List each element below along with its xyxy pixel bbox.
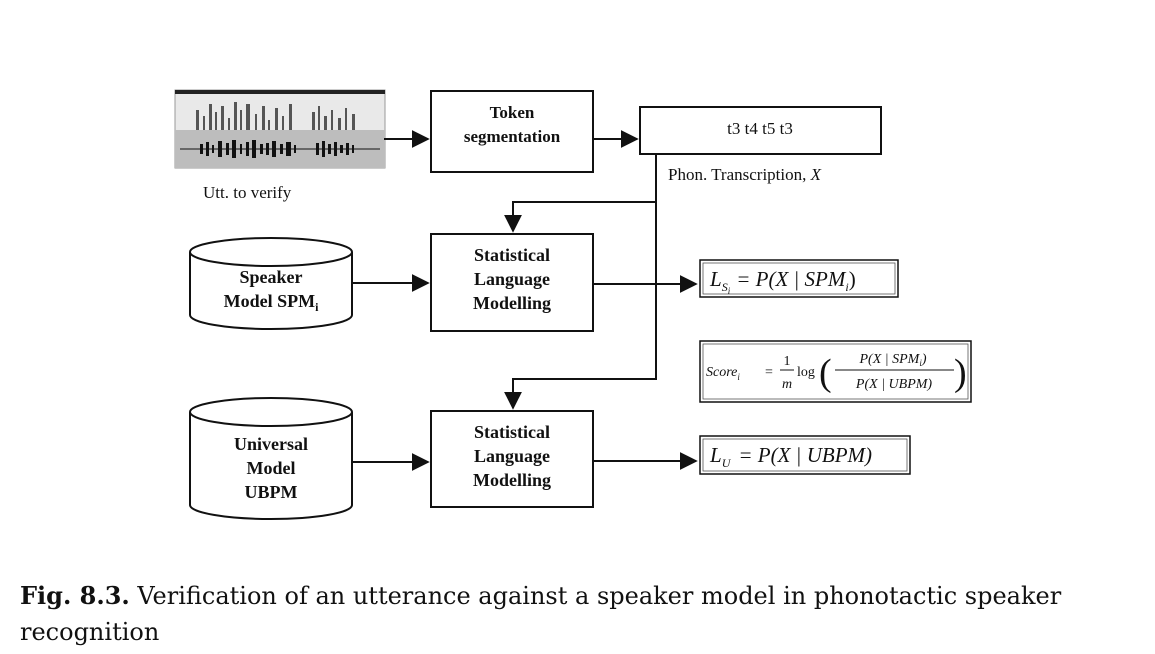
formula-universal-likelihood: LU = P(X | UBPM) xyxy=(699,435,911,475)
arrow-transcription-to-slm-speaker xyxy=(504,154,657,233)
formula-score: Scorei = 1 m log ( P(X | SPMi) P(X | UBP… xyxy=(699,340,972,403)
formula-score-inner-den: P(X | UBPM) xyxy=(855,377,932,392)
score-inner-num-main: P(X | SPM xyxy=(858,352,920,367)
connectors xyxy=(352,130,698,471)
score-lhs-sub: i xyxy=(737,372,740,382)
token-segmentation-box: Token segmentation xyxy=(430,90,594,173)
slm-universal-line2: Language xyxy=(474,446,550,466)
speaker-model-database: Speaker Model SPMi xyxy=(189,237,353,330)
speaker-db-line1: Speaker xyxy=(240,267,303,287)
formula-speaker-text: LSi= P(X | SPMi) xyxy=(709,267,856,296)
formula-speaker-lhs-sub: S xyxy=(722,280,728,294)
formula-speaker-close: ) xyxy=(849,267,856,291)
universal-model-database: Universal Model UBPM xyxy=(189,397,353,520)
slm-universal-line1: Statistical xyxy=(474,422,550,442)
phon-label-var: X xyxy=(810,165,822,184)
slm-speaker-line3: Modelling xyxy=(473,293,551,313)
formula-score-eq: = xyxy=(765,365,773,380)
formula-universal-lhs-sub: U xyxy=(722,456,732,470)
score-lhs-main: Score xyxy=(706,365,737,380)
formula-score-frac-num: 1 xyxy=(784,354,791,369)
token-output-box: t3 t4 t5 t3 xyxy=(639,106,882,155)
score-inner-num-sub: i xyxy=(919,358,922,368)
formula-score-inner-num: P(X | SPMi) xyxy=(858,352,926,368)
formula-universal-lhs: L xyxy=(709,443,722,467)
formula-speaker-lhs-subsub: i xyxy=(728,286,731,296)
slm-box-speaker: Statistical Language Modelling xyxy=(430,233,594,332)
formula-speaker-rhs-sub: i xyxy=(845,280,848,294)
utterance-label: Utt. to verify xyxy=(203,183,292,202)
universal-db-line1: Universal xyxy=(234,434,308,454)
slm-universal-line3: Modelling xyxy=(473,470,551,490)
formula-speaker-likelihood: LSi= P(X | SPMi) xyxy=(699,259,899,298)
formula-universal-rhs: = P(X | UBPM) xyxy=(738,443,872,467)
formula-score-frac-den: m xyxy=(782,377,792,392)
token-box-line2: segmentation xyxy=(464,127,561,146)
universal-db-line3: UBPM xyxy=(245,482,298,502)
phon-label-prefix: Phon. Transcription, xyxy=(668,165,811,184)
arrow-transcription-to-slm-universal xyxy=(504,202,657,410)
diagram: Utt. to verify Token segmentation t3 t4 … xyxy=(174,89,972,520)
universal-db-line2: Model xyxy=(247,458,296,478)
formula-score-log: log xyxy=(797,365,815,380)
phon-transcription-label: Phon. Transcription, X xyxy=(668,165,822,184)
score-inner-num-close: ) xyxy=(921,352,927,367)
speaker-db-line2: Model SPMi xyxy=(224,291,320,314)
formula-universal-text: LU = P(X | UBPM) xyxy=(709,443,872,470)
speaker-db-line2-main: Model SPM xyxy=(224,291,316,311)
figure-caption: Fig. 8.3. Verification of an utterance a… xyxy=(20,578,1130,650)
formula-score-rparen: ) xyxy=(954,352,967,394)
spectrogram-image xyxy=(174,89,386,169)
formula-score-lhs: Scorei xyxy=(706,365,740,382)
formula-speaker-rhs: = P(X | SPM xyxy=(736,267,847,291)
token-box-line1: Token xyxy=(490,103,535,122)
slm-speaker-line1: Statistical xyxy=(474,245,550,265)
caption-label: Fig. 8.3. xyxy=(20,581,130,610)
slm-box-universal: Statistical Language Modelling xyxy=(430,410,594,508)
token-output-text: t3 t4 t5 t3 xyxy=(727,119,793,138)
caption-text: Verification of an utterance against a s… xyxy=(20,582,1062,646)
slm-speaker-line2: Language xyxy=(474,269,550,289)
speaker-db-line2-sub: i xyxy=(315,300,319,314)
formula-speaker-lhs: L xyxy=(709,267,722,291)
formula-score-lparen: ( xyxy=(819,352,832,394)
